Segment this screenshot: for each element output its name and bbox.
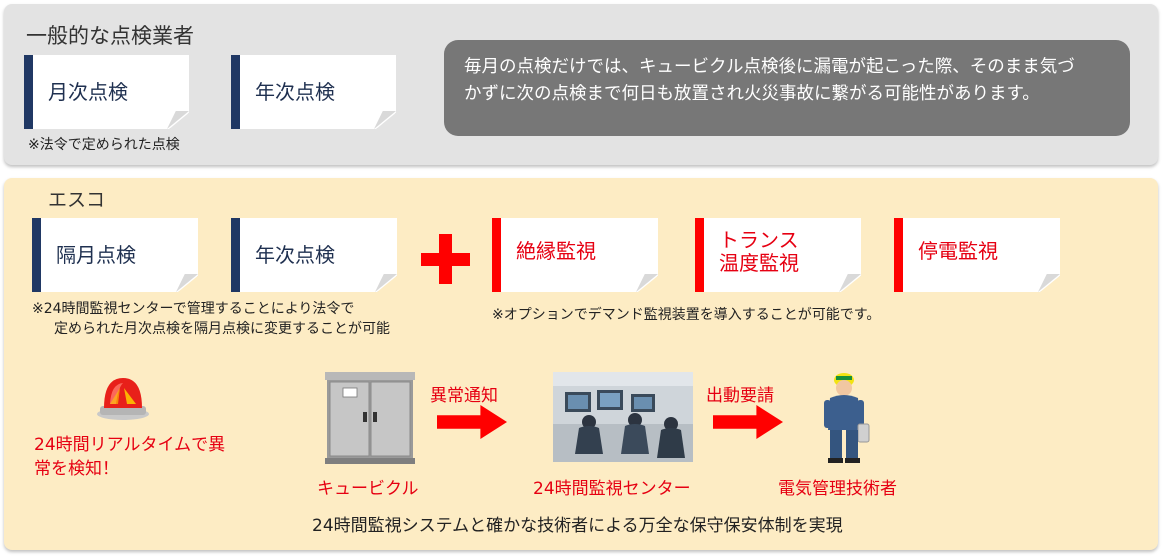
risk-callout: 毎月の点検だけでは、キュービクル点検後に漏電が起こった際、そのまま気づ かずに次… [444, 40, 1130, 136]
card-label: 年次点検 [255, 79, 335, 104]
esco-note-right: ※オプションでデマンド監視装置を導入することが可能です。 [492, 307, 881, 323]
arrow-label-anomaly-notice: 異常通知 [430, 386, 498, 406]
esco-note-left: ※24時間監視センターで管理することにより法令で 定められた月次点検を隔月点検に… [32, 301, 390, 337]
card-annual-inspection: 年次点検 [231, 55, 396, 129]
node-label-cubicle: キュービクル [317, 479, 419, 499]
cubicle-cabinet-icon [325, 370, 415, 470]
card-label: 停電監視 [918, 238, 998, 263]
realtime-detection-text: 24時間リアルタイムで異 常を検知！ [34, 435, 226, 479]
node-label-monitoring-center: 24時間監視センター [533, 479, 691, 499]
card-insulation-monitoring: 絶縁監視 [492, 218, 658, 292]
card-label: 絶縁監視 [516, 238, 596, 263]
card-transformer-temperature-monitoring: トランス 温度監視 [695, 218, 861, 292]
monitoring-center-icon [553, 372, 693, 466]
card-label-line2: 温度監視 [719, 251, 799, 275]
card-monthly-inspection: 月次点検 [24, 55, 189, 129]
node-label-technician: 電気管理技術者 [778, 479, 897, 499]
card-label: 月次点検 [48, 79, 128, 104]
general-note: ※法令で定められた点検 [28, 137, 180, 153]
general-heading: 一般的な点検業者 [26, 24, 194, 48]
plus-icon-vertical [439, 234, 452, 284]
callout-line: 毎月の点検だけでは、キュービクル点検後に漏電が起こった際、そのまま気づ [464, 57, 1075, 77]
esco-heading: エスコ [48, 189, 106, 211]
tagline: 24時間監視システムと確かな技術者による万全な保守保安体制を実現 [312, 516, 843, 536]
card-label-line1: トランス [719, 228, 799, 252]
card-label: 隔月点検 [56, 242, 136, 267]
arrow-label-dispatch-request: 出動要請 [706, 386, 774, 406]
card-label: 年次点検 [255, 242, 335, 267]
card-bimonthly-inspection: 隔月点検 [32, 218, 198, 292]
card-power-outage-monitoring: 停電監視 [894, 218, 1060, 292]
callout-line: かずに次の点検まで何日も放置され火災事故に繋がる可能性があります。 [464, 84, 1040, 105]
technician-icon [820, 372, 870, 468]
card-annual-inspection-esco: 年次点検 [231, 218, 397, 292]
alarm-light-icon [94, 374, 152, 426]
